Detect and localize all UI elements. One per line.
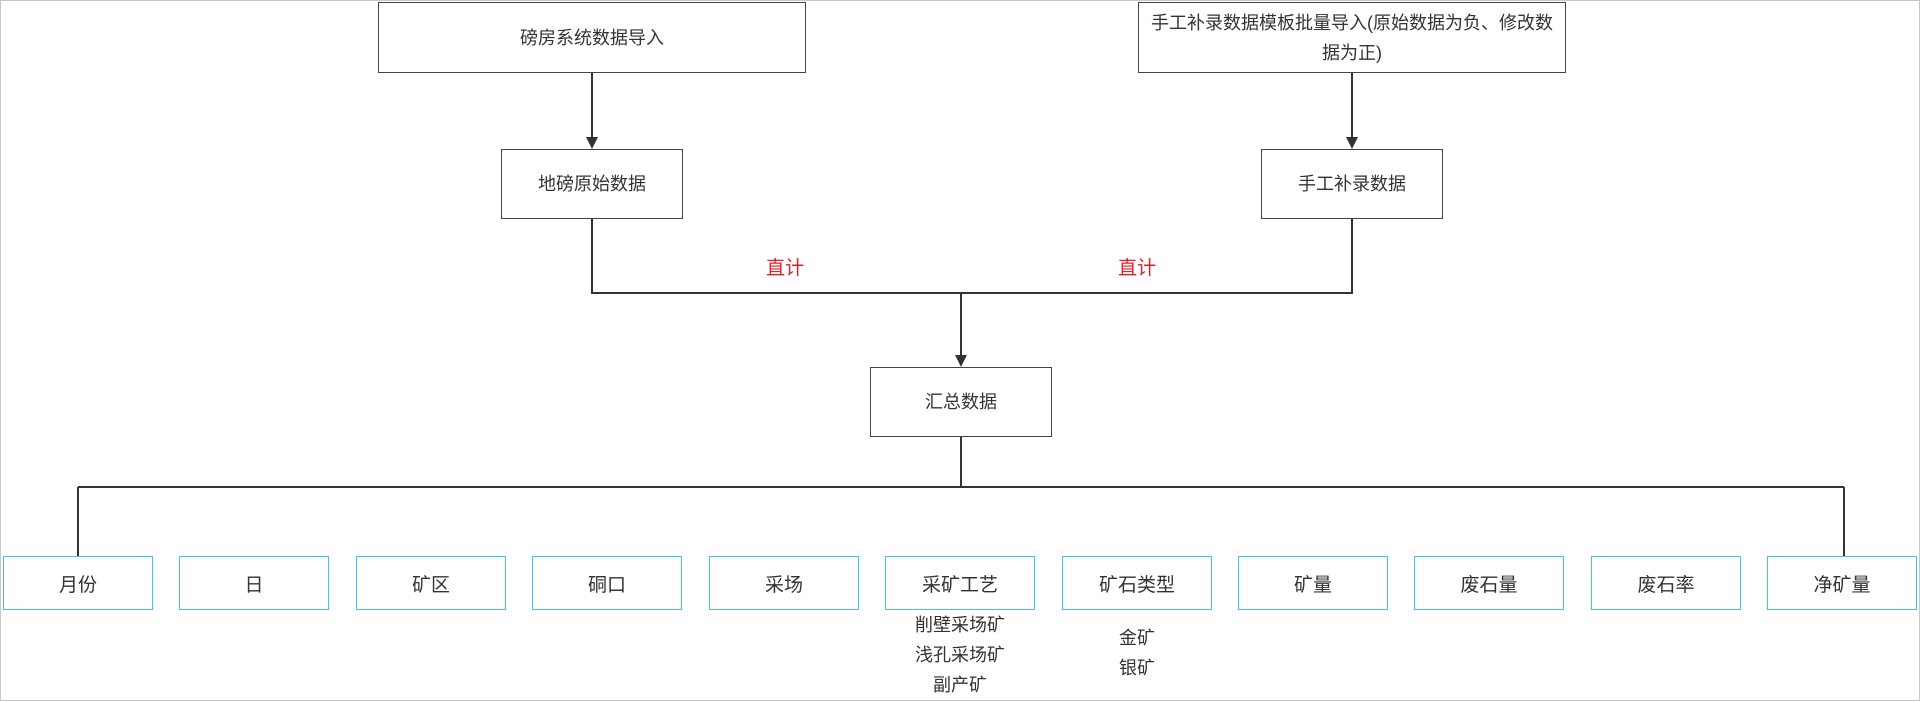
connector-manual-to-summary [961,219,1353,294]
connector-raw-to-summary [591,219,961,294]
ore-type-option: 银矿 [1119,658,1155,678]
field-day: 日 [179,556,329,610]
weighbridge-raw-node: 地磅原始数据 [501,149,683,219]
edge-label-right: 直计 [1118,258,1157,279]
summary-node: 汇总数据 [870,367,1052,437]
ore-type-option: 金矿 [1119,628,1155,648]
field-mining-process: 采矿工艺 [885,556,1035,610]
mining-process-option: 削壁采场矿 [915,615,1005,635]
field-waste-rate: 废石率 [1591,556,1741,610]
field-month: 月份 [3,556,153,610]
manual-data-node: 手工补录数据 [1261,149,1443,219]
field-ore-quantity: 矿量 [1238,556,1388,610]
edge-label-left: 直计 [766,258,805,279]
field-ore-type: 矿石类型 [1062,556,1212,610]
field-mining-area: 矿区 [356,556,506,610]
ore-type-options: 金矿 银矿 [1062,623,1212,683]
field-adit: 硐口 [532,556,682,610]
field-net-ore: 净矿量 [1767,556,1917,610]
field-waste-quantity: 废石量 [1414,556,1564,610]
mining-process-options: 削壁采场矿 浅孔采场矿 副产矿 [885,610,1035,700]
weighbridge-import-node: 磅房系统数据导入 [378,2,806,73]
field-stope: 采场 [709,556,859,610]
manual-import-node: 手工补录数据模板批量导入(原始数据为负、修改数据为正) [1138,2,1566,73]
mining-process-option: 副产矿 [933,675,987,695]
mining-process-option: 浅孔采场矿 [915,645,1005,665]
